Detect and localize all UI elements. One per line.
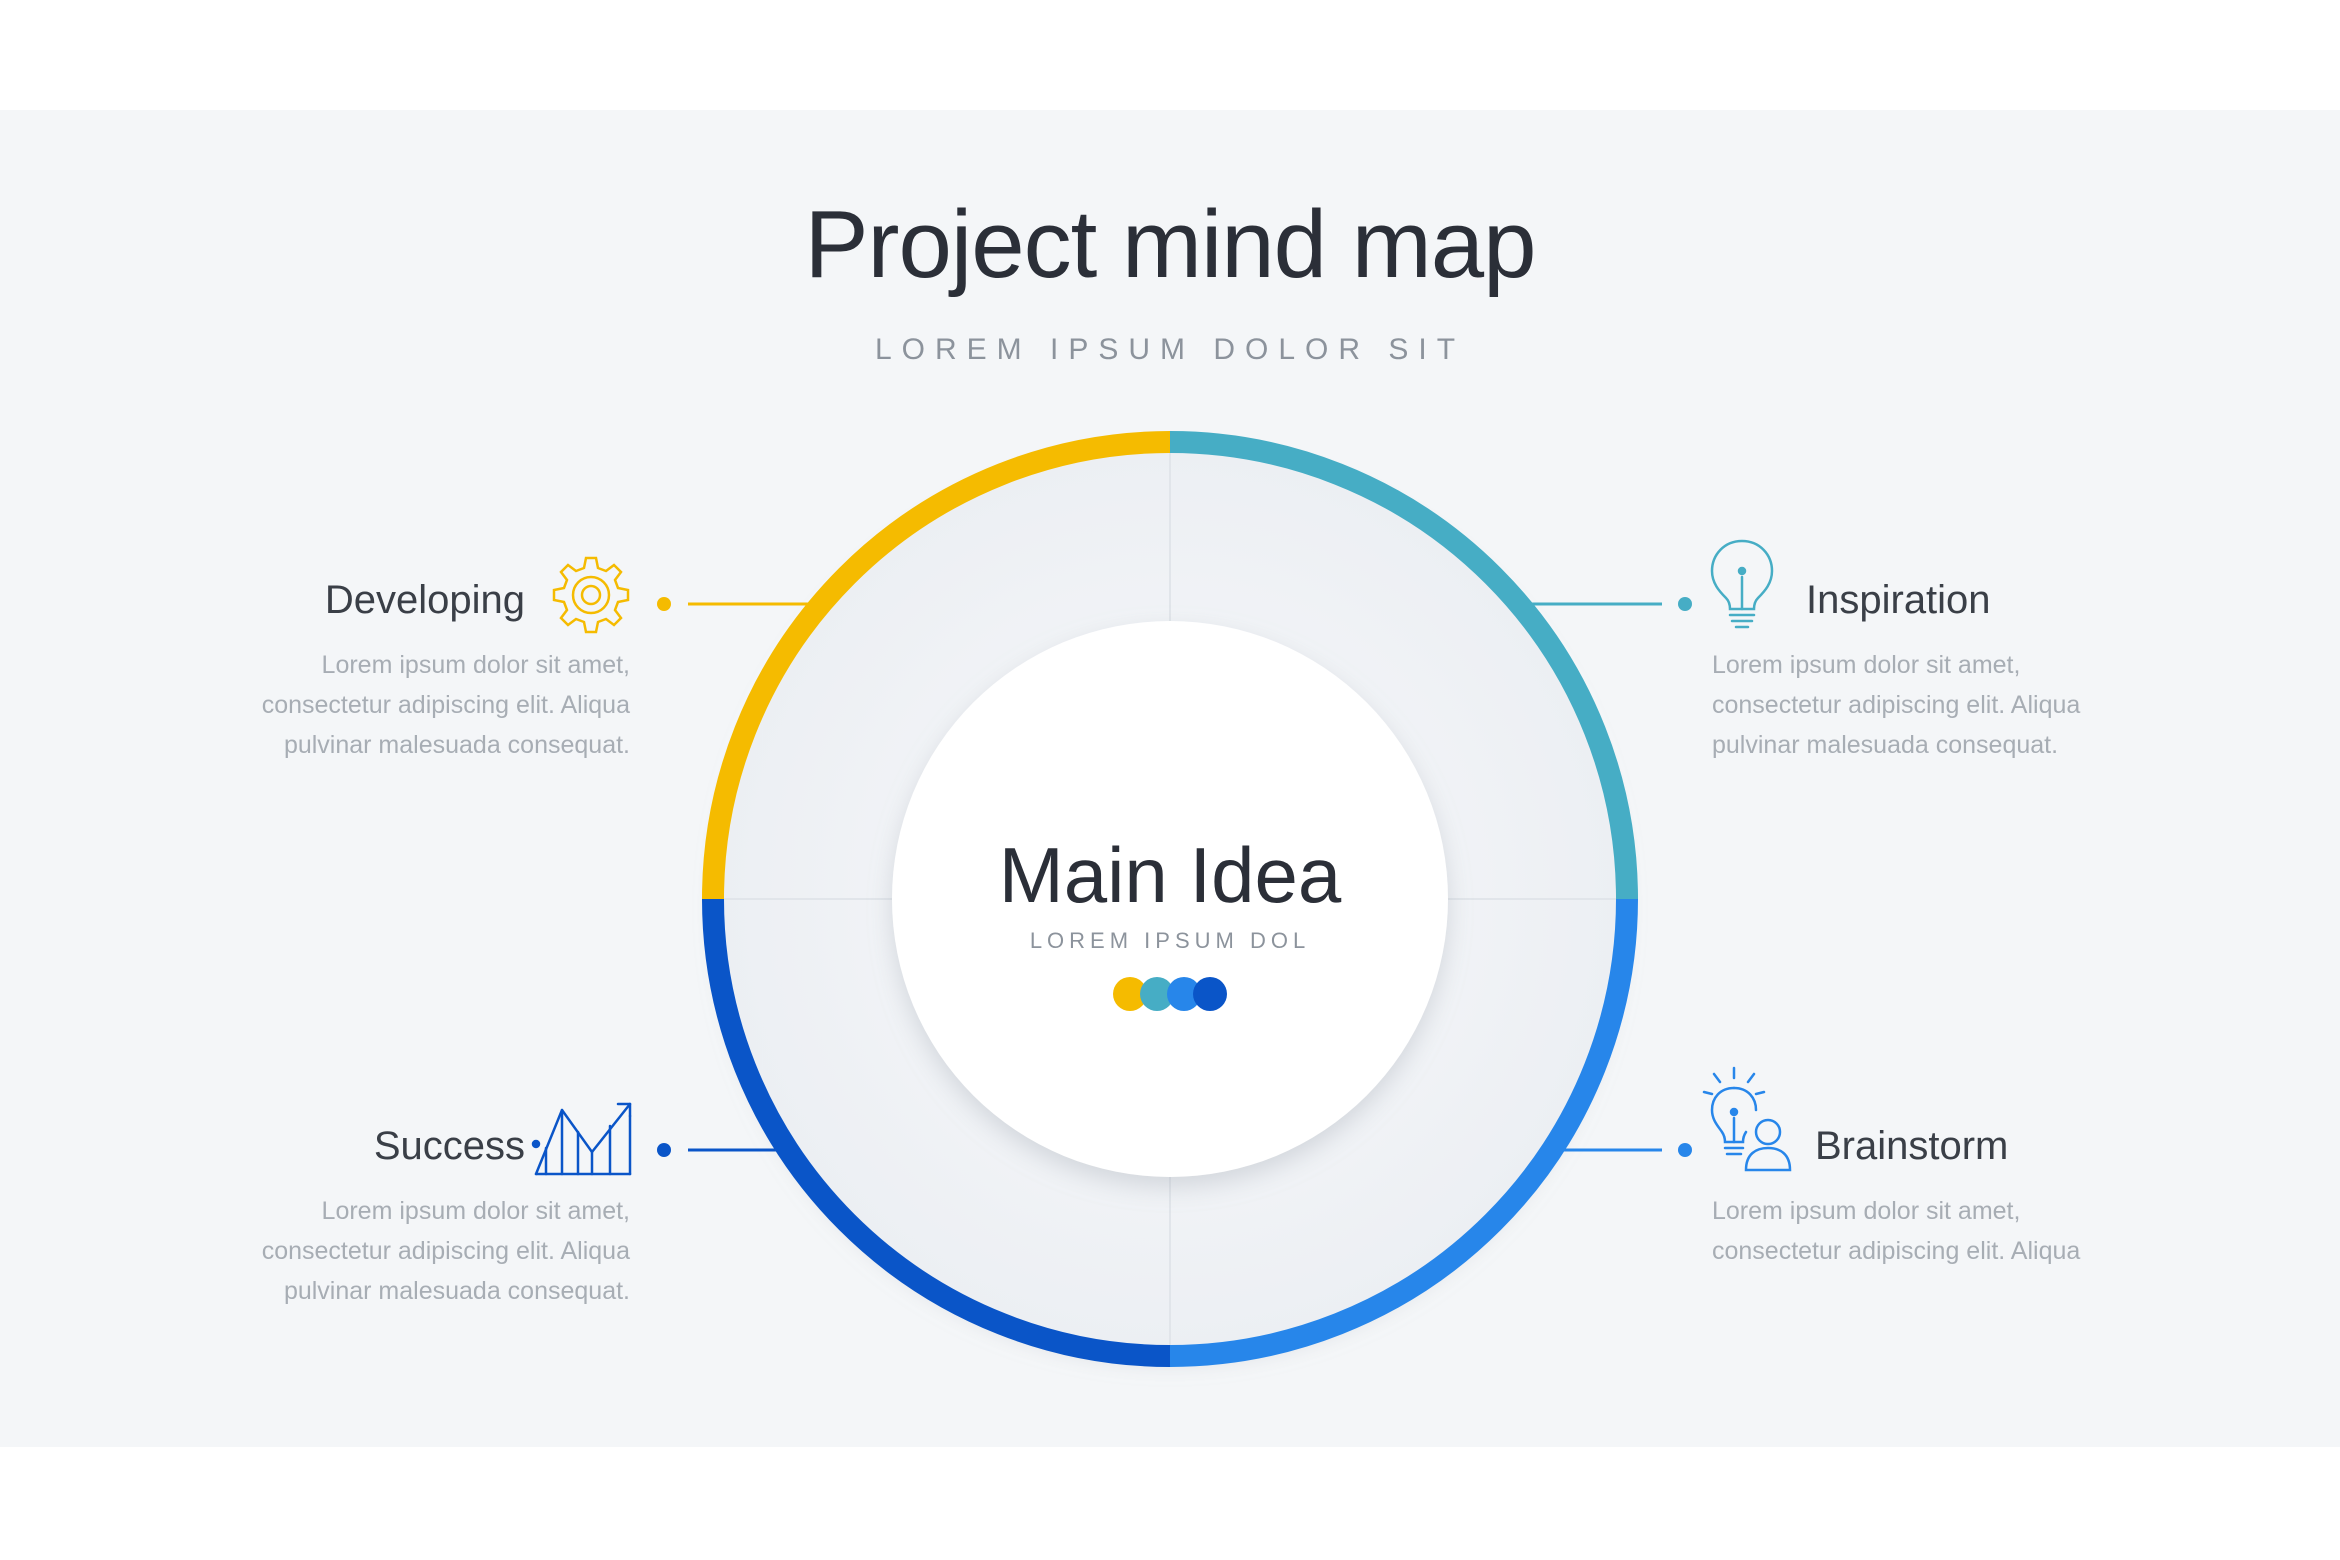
- arc-inspiration: [1169, 431, 1638, 900]
- inspiration-description: Lorem ipsum dolor sit amet, consectetur …: [1712, 645, 2132, 765]
- brainstorm-desc-line-2: consectetur adipiscing elit. Aliqua: [1712, 1237, 2081, 1265]
- success-title: Success: [373, 1124, 525, 1168]
- connector-inspiration: [1530, 597, 1692, 611]
- connector-developing: [657, 597, 815, 611]
- developing-desc-line-1: Lorem ipsum dolor sit amet,: [321, 651, 630, 679]
- inspiration-desc-line-1: Lorem ipsum dolor sit amet,: [1712, 651, 2021, 679]
- success-desc-line-3: pulvinar malesuada consequat.: [283, 1277, 630, 1305]
- center-circle: [892, 621, 1448, 1177]
- connector-brainstorm: [1558, 1143, 1692, 1157]
- center-subtitle: LOREM IPSUM DOL: [1029, 928, 1311, 953]
- growth-chart-icon: [531, 1102, 632, 1176]
- connector-success: [657, 1143, 783, 1157]
- arc-brainstorm: [1169, 898, 1638, 1367]
- center-title: Main Idea: [998, 831, 1342, 919]
- inspiration-desc-line-2: consectetur adipiscing elit. Aliqua: [1712, 691, 2081, 719]
- developing-description: Lorem ipsum dolor sit amet, consectetur …: [210, 645, 630, 765]
- inspiration-title: Inspiration: [1806, 578, 1991, 622]
- color-dots: [1113, 977, 1227, 1011]
- brainstorm-desc-line-1: Lorem ipsum dolor sit amet,: [1712, 1197, 2021, 1225]
- page-title: Project mind map: [804, 191, 1537, 298]
- developing-title: Developing: [324, 578, 525, 622]
- arc-success: [702, 898, 1171, 1367]
- lightbulb-icon: [1710, 539, 1774, 629]
- brainstorm-description: Lorem ipsum dolor sit amet, consectetur …: [1712, 1191, 2132, 1271]
- idea-person-icon: [1702, 1066, 1792, 1172]
- brainstorm-title: Brainstorm: [1815, 1124, 2009, 1168]
- page-subtitle: LOREM IPSUM DOLOR SIT: [874, 333, 1466, 366]
- gear-icon: [552, 556, 630, 634]
- inspiration-desc-line-3: pulvinar malesuada consequat.: [1712, 731, 2059, 759]
- success-desc-line-2: consectetur adipiscing elit. Aliqua: [261, 1237, 630, 1265]
- success-description: Lorem ipsum dolor sit amet, consectetur …: [210, 1191, 630, 1311]
- success-desc-line-1: Lorem ipsum dolor sit amet,: [321, 1197, 630, 1225]
- arc-developing: [702, 431, 1171, 900]
- developing-desc-line-2: consectetur adipiscing elit. Aliqua: [261, 691, 630, 719]
- developing-desc-line-3: pulvinar malesuada consequat.: [283, 731, 630, 759]
